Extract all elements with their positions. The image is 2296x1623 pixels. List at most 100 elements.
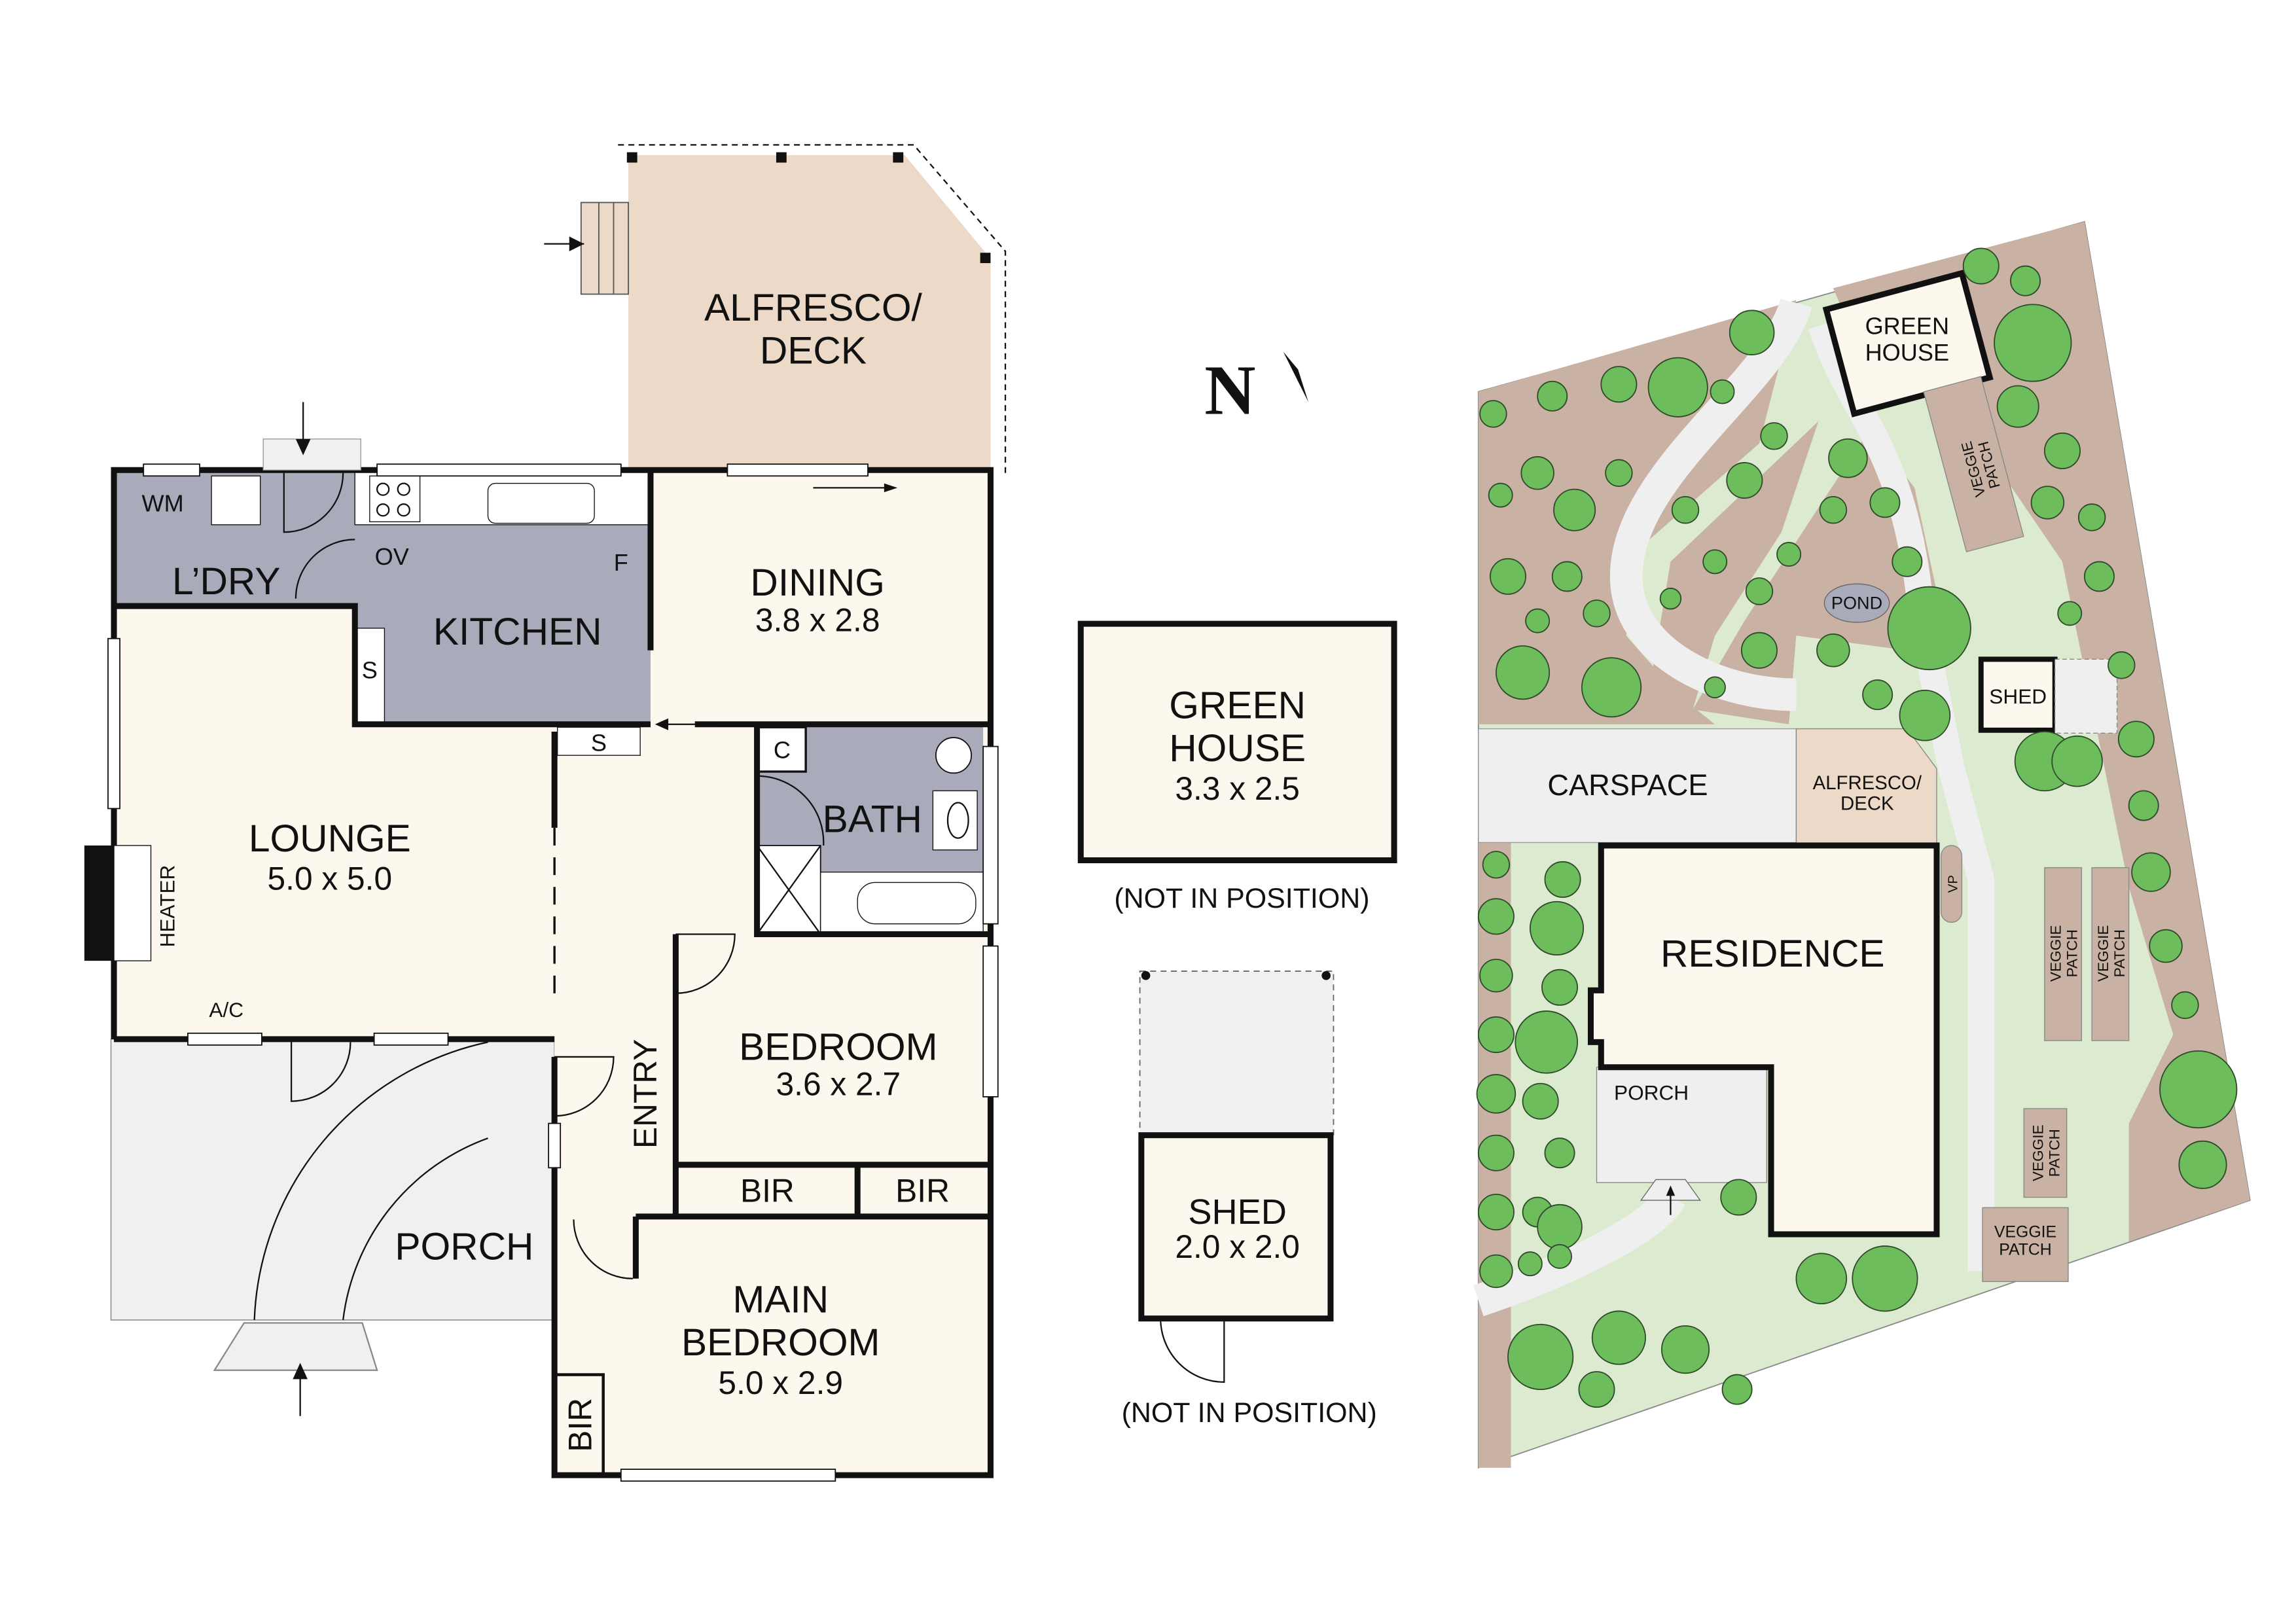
veggie-label: VEGGIE [1994, 1223, 2056, 1241]
veggie-patch [2091, 867, 2130, 1041]
tree-icon [1795, 1253, 1848, 1305]
patch-label: PATCH [2046, 1129, 2062, 1177]
greenhouse-dim: 3.3 x 2.5 [1175, 770, 1300, 807]
veggie-patch [2044, 867, 2083, 1041]
tree-icon [1869, 487, 1901, 518]
room-label-bedroom: BEDROOM [739, 1026, 937, 1068]
patch-label: PATCH [1999, 1241, 2051, 1259]
room-label-alfresco: ALFRESCO/ [704, 287, 923, 329]
tree-icon [1721, 1374, 1753, 1405]
room-label-porch: PORCH [395, 1225, 533, 1268]
tree-icon [2051, 735, 2103, 787]
shed-note: (NOT IN POSITION) [1122, 1397, 1377, 1429]
tree-icon [1489, 558, 1526, 595]
tree-icon [2030, 486, 2065, 520]
tree-icon [2149, 929, 2183, 963]
carspace-label: CARSPACE [1547, 768, 1708, 802]
tree-icon [1660, 1325, 1710, 1374]
shed-label: SHED [1188, 1192, 1287, 1232]
room-label-lounge: LOUNGE [249, 817, 411, 860]
tree-icon [1477, 1134, 1515, 1171]
fixture-f: F [614, 549, 628, 576]
fixture-ov: OV [375, 543, 409, 570]
room-label-main-bedroom: MAIN [732, 1279, 829, 1321]
greenhouse-plan: GREEN HOUSE 3.3 x 2.5 (NOT IN POSITION) [1077, 620, 1397, 914]
vp [1941, 845, 1963, 923]
tree-icon [2171, 991, 2199, 1020]
tree-icon [1488, 482, 1513, 508]
tree-icon [1477, 1194, 1515, 1231]
pond [1823, 583, 1890, 623]
sliding-door-arrow-icon [813, 483, 898, 493]
tree-icon [1522, 1082, 1559, 1120]
alfresco-deck [628, 155, 991, 471]
tree-icon [1537, 380, 1568, 412]
tree-icon [1591, 1310, 1646, 1365]
site-shed-label: SHED [1989, 685, 2047, 708]
room-dim-dining: 3.8 x 2.8 [755, 601, 880, 638]
tree-icon [2077, 503, 2106, 531]
tree-icon [1887, 586, 1971, 671]
veggie-patch [1923, 376, 2024, 552]
fixture-s: S [362, 657, 378, 684]
shed-dim: 2.0 x 2.0 [1175, 1228, 1300, 1265]
tree-icon [1581, 657, 1642, 718]
tree-icon [1647, 357, 1708, 418]
tree-icon [2108, 651, 2136, 679]
tree-icon [1852, 1245, 1918, 1312]
tree-icon [2178, 1140, 2227, 1189]
tree-icon [1720, 1179, 1757, 1216]
fixture-wm: WM [142, 490, 184, 516]
tree-icon [1605, 459, 1633, 487]
sliding-door-arrow-icon [655, 718, 717, 730]
tree-icon [1740, 632, 1778, 669]
tree-icon [1544, 861, 1581, 898]
room-label-dining: DINING [750, 562, 885, 604]
laundry-kitchen-area [114, 470, 651, 724]
house-floor [114, 470, 991, 1476]
veggie-patch [2023, 1108, 2068, 1198]
greenhouse-label: GREEN [1169, 685, 1306, 727]
tree-icon [1899, 689, 1951, 741]
tree-icon [1479, 1254, 1513, 1289]
garden-bed [1648, 421, 1819, 710]
site-greenhouse-label-2: HOUSE [1865, 339, 1949, 366]
tree-icon [1551, 561, 1583, 592]
laundry-entry-arrow-icon [295, 402, 311, 455]
patch-label: PATCH [2064, 929, 2081, 977]
pond-label: POND [1831, 593, 1882, 613]
tree-icon [1671, 496, 1700, 524]
patch-label: PATCH [2111, 929, 2128, 977]
tree-icon [1745, 577, 1774, 605]
room-label-bir: BIR [562, 1398, 599, 1452]
porch-area [110, 1038, 556, 1321]
room-dim-main-bedroom: 5.0 x 2.9 [718, 1364, 843, 1401]
room-dim-lounge: 5.0 x 5.0 [268, 861, 393, 897]
tree-icon [1710, 379, 1735, 404]
tree-icon [2043, 432, 2081, 469]
veggie-label: VEGGIE [2095, 925, 2111, 982]
tree-icon [1819, 496, 1848, 524]
site-plan: GREEN HOUSE POND SHED CARSPACE ALFRESCO/… [1473, 221, 2251, 1469]
site-deck-label: DECK [1840, 793, 1894, 815]
front-entry-arrow-icon [293, 1363, 308, 1416]
entry-arrow-icon [544, 236, 584, 251]
tree-icon [1479, 400, 1507, 428]
tree-icon [2131, 852, 2171, 892]
svg-text:VEGGIEPATCH: VEGGIEPATCH [1994, 1223, 2056, 1258]
tree-icon [1515, 1010, 1579, 1074]
room-label-entry: ENTRY [627, 1039, 664, 1149]
tree-icon [1578, 1371, 1615, 1408]
north-arrow-icon [1283, 351, 1309, 402]
tree-icon [1583, 599, 1611, 628]
fixture-ac: A/C [209, 998, 243, 1022]
vp-label: VP [1946, 875, 1961, 893]
tree-icon [2128, 790, 2159, 821]
room-label-laundry: L’DRY [172, 560, 280, 603]
veggie-label: VEGGIE [2048, 925, 2064, 982]
tree-icon [2117, 721, 2155, 758]
tree-icon [1477, 898, 1515, 935]
veggie-patch [1982, 1207, 2069, 1282]
room-dim-bedroom: 3.6 x 2.7 [776, 1066, 901, 1103]
veggie-label: VEGGIE [2030, 1124, 2047, 1181]
